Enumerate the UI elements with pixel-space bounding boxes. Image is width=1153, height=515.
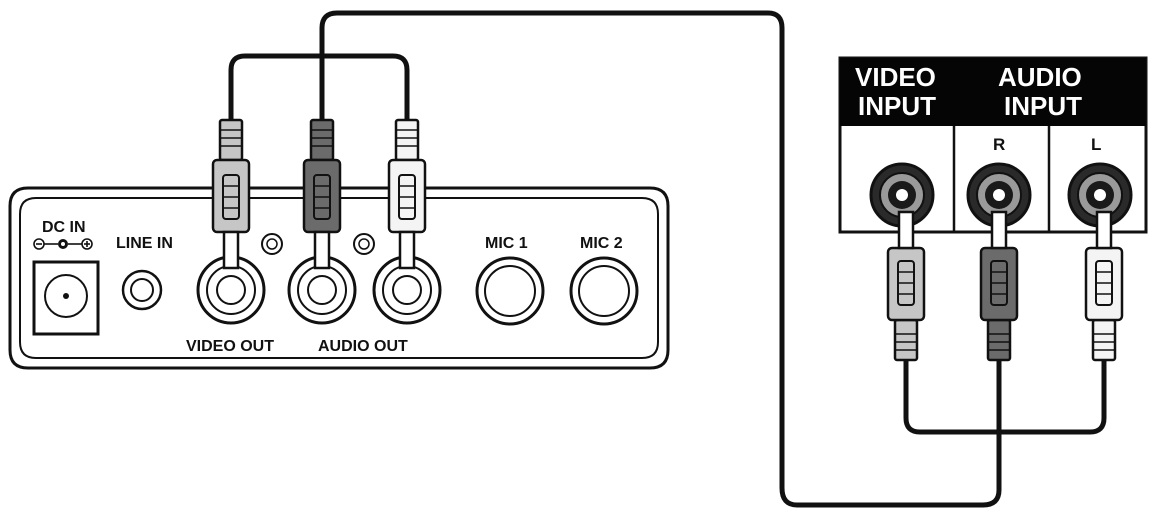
video-input-label-2: INPUT (858, 91, 936, 121)
audio-input-right-jack-icon[interactable] (966, 162, 1032, 228)
audio-input-left-jack-icon[interactable] (1067, 162, 1133, 228)
line-in-label: LINE IN (116, 235, 173, 252)
audio-input-cable (903, 357, 1107, 435)
right-channel-label: R (993, 135, 1005, 154)
mic2-label: MIC 2 (580, 235, 623, 252)
dc-jack-icon[interactable] (32, 260, 100, 336)
mic1-jack-icon[interactable] (475, 256, 545, 326)
device-back-panel: DC IN LINE IN (8, 186, 670, 370)
video-cable (319, 10, 1002, 508)
mic2-jack-icon[interactable] (569, 256, 639, 326)
indicator-icon (261, 233, 375, 255)
cables (228, 10, 1107, 508)
video-input-label-1: VIDEO (855, 62, 936, 92)
dc-polarity-icon (33, 238, 93, 250)
panel-plugs (886, 210, 1124, 362)
panel-video-plug-icon[interactable] (886, 210, 926, 362)
dc-in-label: DC IN (42, 219, 86, 236)
input-panel: VIDEO INPUT AUDIO INPUT R L (838, 56, 1148, 234)
audio-input-label-2: INPUT (1004, 91, 1082, 121)
video-out-jack-icon[interactable] (196, 255, 266, 325)
line-in-jack-icon[interactable] (121, 269, 163, 311)
audio-out-right-jack-icon[interactable] (287, 255, 357, 325)
audio-out-cable (228, 53, 410, 123)
mic1-label: MIC 1 (485, 235, 528, 252)
panel-header (840, 58, 1146, 126)
panel-right-plug-icon[interactable] (979, 210, 1019, 362)
left-channel-label: L (1091, 135, 1101, 154)
audio-out-left-jack-icon[interactable] (372, 255, 442, 325)
panel-left-plug-icon[interactable] (1084, 210, 1124, 362)
video-out-label: VIDEO OUT (186, 338, 274, 355)
audio-out-label: AUDIO OUT (318, 338, 408, 355)
audio-input-label-1: AUDIO (998, 62, 1082, 92)
video-input-jack-icon[interactable] (869, 162, 935, 228)
